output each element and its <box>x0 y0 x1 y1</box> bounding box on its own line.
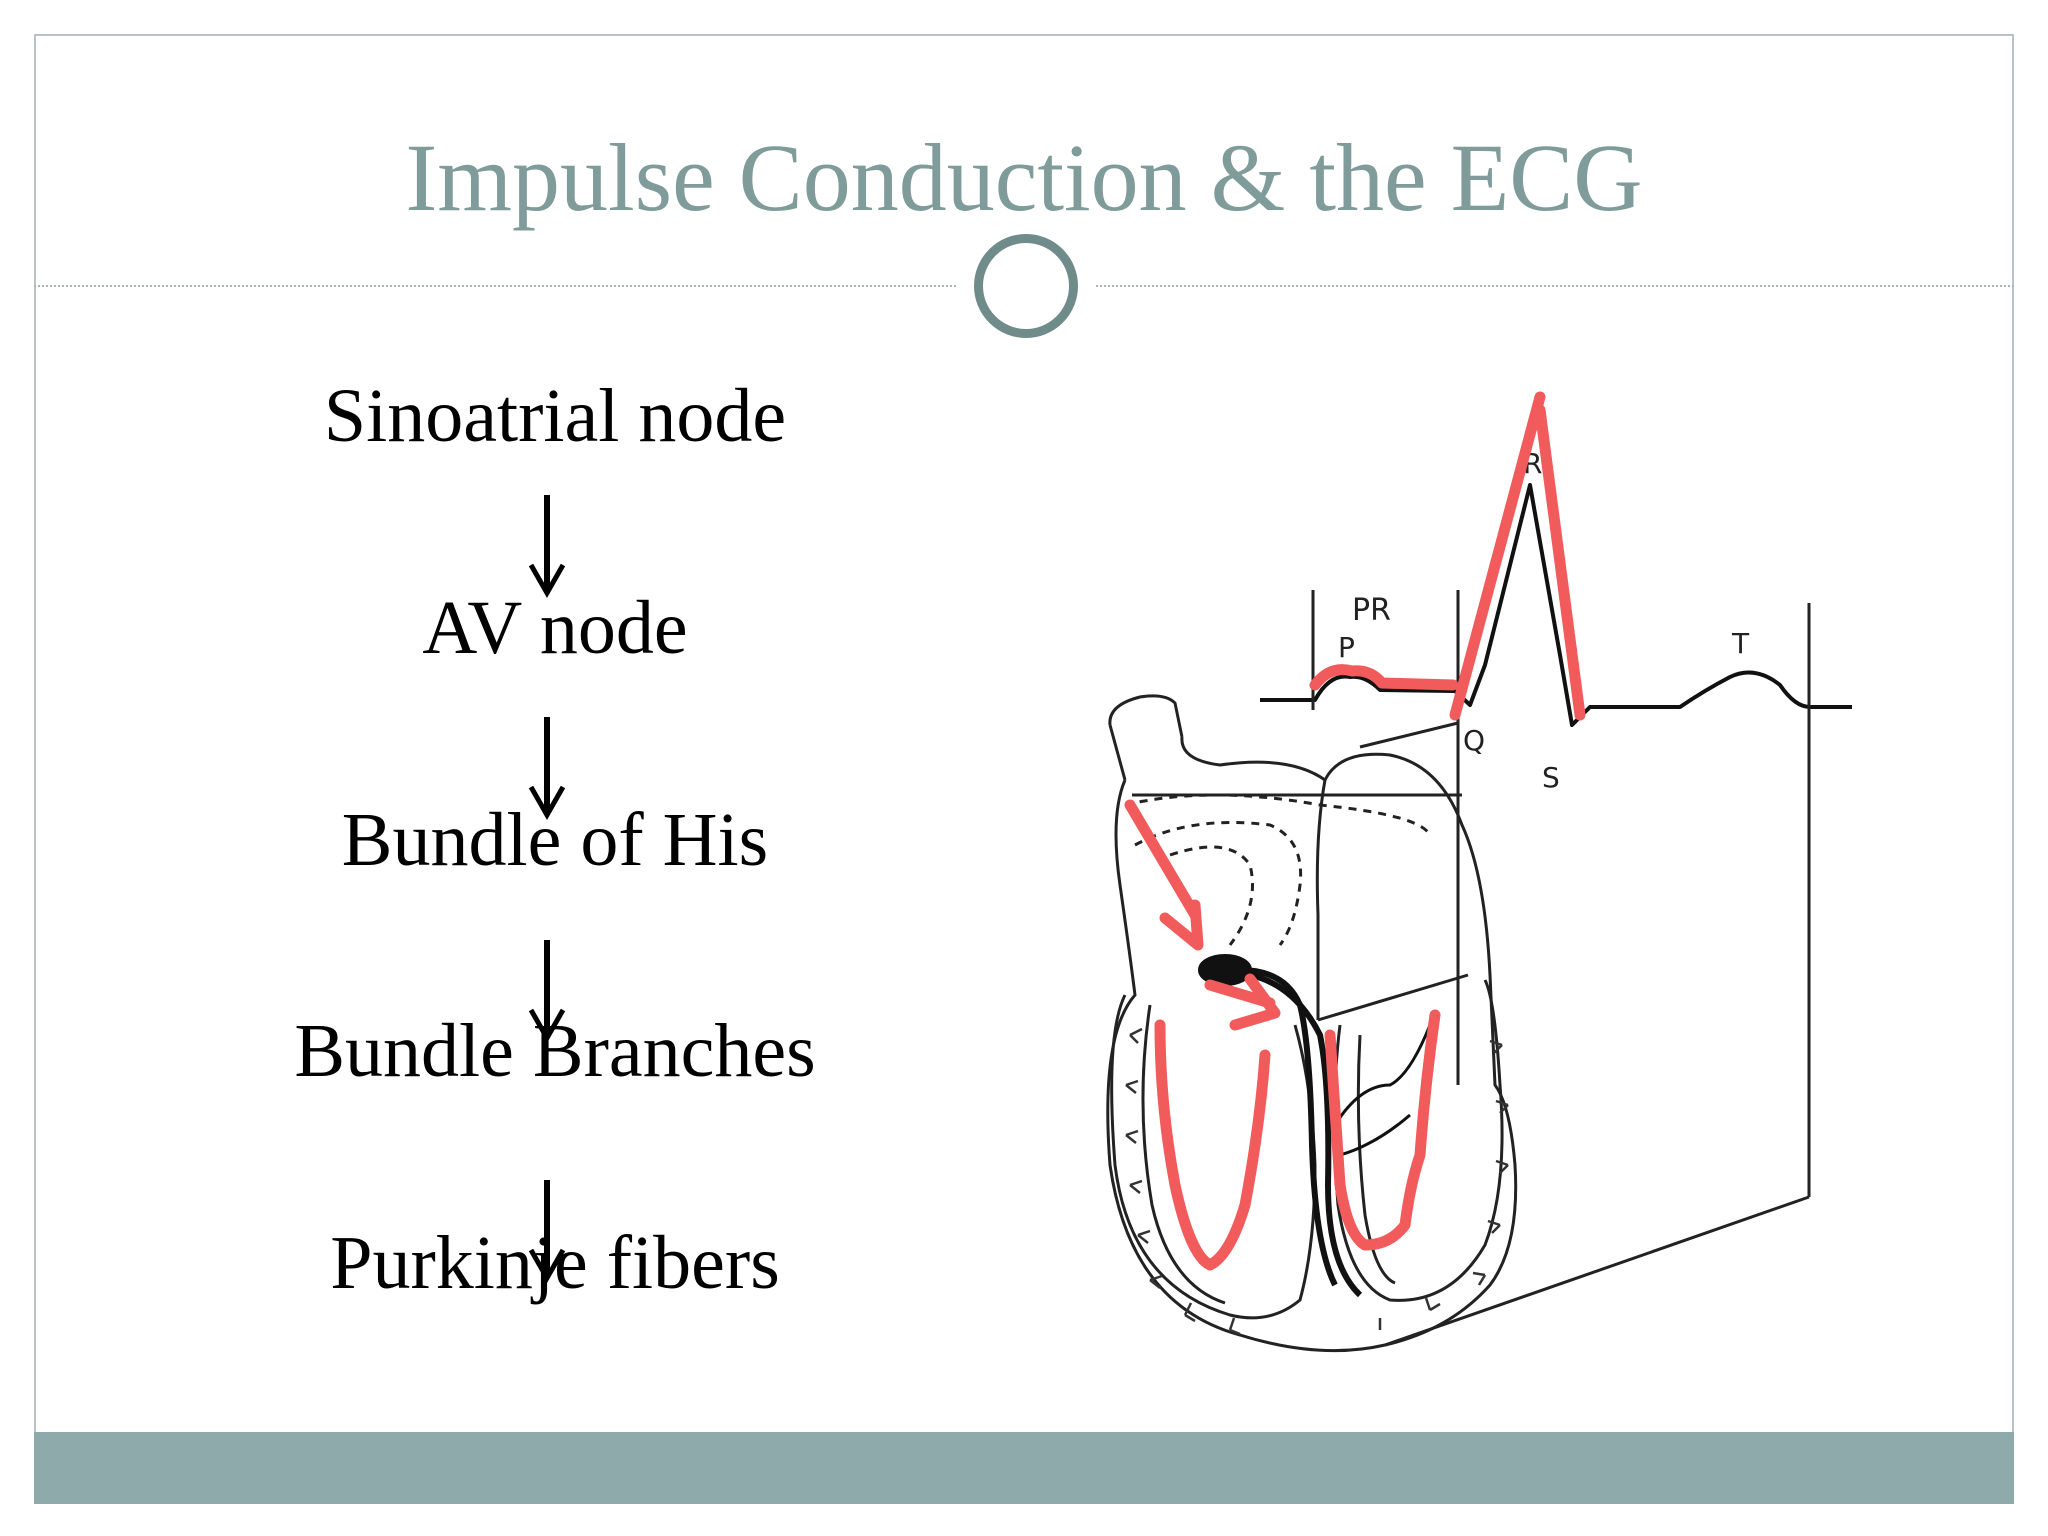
ecg-label-s: S <box>1542 761 1560 794</box>
title-divider-right <box>1096 285 2014 287</box>
slide-title: Impulse Conduction & the ECG <box>405 124 1643 231</box>
ecg-label-p: P <box>1338 631 1355 664</box>
purkinje-fiber-marks <box>1125 1027 1509 1336</box>
conduction-bundle <box>1198 954 1432 1298</box>
pathway-step-purkinje-fibers: Purkinje fibers <box>330 1221 780 1305</box>
down-arrow-icon <box>528 717 566 821</box>
heart-ecg-diagram: PR P R Q S T <box>1106 391 1852 1353</box>
diagram-box-top <box>1359 721 1459 749</box>
ecg-label-q: Q <box>1463 724 1485 757</box>
red-highlight-overlay <box>1124 391 1586 1271</box>
ecg-label-t: T <box>1731 627 1750 660</box>
pathway-step-bundle-of-his: Bundle of His <box>341 798 769 882</box>
down-arrow-icon <box>528 495 566 599</box>
pathway-step-sa-node: Sinoatrial node <box>323 374 787 458</box>
title-ring-ornament <box>974 234 1078 338</box>
ecg-trace <box>1260 483 1852 727</box>
pathway-step-bundle-branches: Bundle Branches <box>294 1009 816 1093</box>
footer-bar <box>34 1432 2014 1504</box>
title-divider-left <box>34 285 956 287</box>
down-arrow-icon <box>528 1180 566 1284</box>
diagram-box-floor <box>1384 1195 1810 1347</box>
ecg-label-pr: PR <box>1352 593 1391 628</box>
pathway-step-av-node: AV node <box>422 586 688 670</box>
down-arrow-icon <box>528 940 566 1044</box>
